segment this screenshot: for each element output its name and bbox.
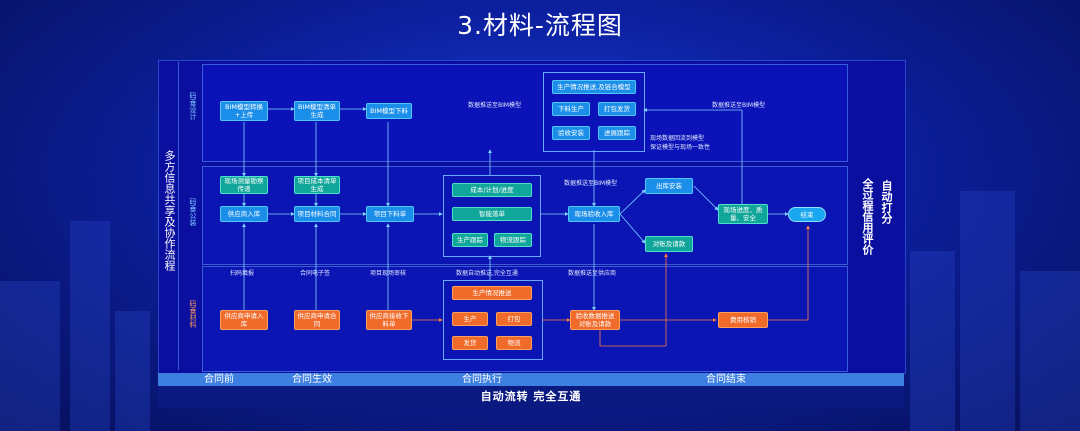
node-order-sheet: 项目下料单 bbox=[366, 206, 414, 222]
right-label-scoring: 自动打分 bbox=[880, 180, 893, 224]
node-mat-logistics: 物流 bbox=[496, 336, 532, 350]
node-plan: 成本/计划/进度 bbox=[452, 183, 532, 197]
node-pack-ship: 打包发货 bbox=[598, 102, 636, 116]
node-sup-contract: 供应商申请合同 bbox=[294, 310, 340, 330]
node-supplier-store: 供应商入库 bbox=[220, 206, 268, 222]
building-silhouette bbox=[0, 281, 60, 431]
node-order-prod: 下料生产 bbox=[552, 102, 590, 116]
node-prod-sync: 生产情况推送.及链合模型 bbox=[552, 80, 636, 94]
building-silhouette bbox=[910, 251, 955, 431]
phase-bar bbox=[158, 373, 904, 386]
note-push-supplier: 数据推送至供应商 bbox=[568, 270, 617, 277]
node-sup-order: 供应商接收下料单 bbox=[366, 310, 412, 330]
note-site-model: 现场数据回流到模型 保证模型与现场一致性 bbox=[650, 135, 711, 151]
note-push-bim: 数据推送至BIM模型 bbox=[468, 102, 522, 109]
node-mat-fee: 费用核销 bbox=[718, 312, 768, 328]
note-push-bim-mid: 数据推送至BIM模型 bbox=[564, 180, 618, 187]
node-contract: 项目材料合同 bbox=[294, 206, 340, 222]
node-bim-convert: BIM模型转换+上传 bbox=[220, 101, 268, 121]
phase-contract-execution: 合同执行 bbox=[462, 374, 502, 385]
node-mat-accept: 验收数据推送对账及请款 bbox=[570, 310, 620, 330]
node-ship-status: 进展跟踪 bbox=[598, 126, 636, 140]
building-silhouette bbox=[960, 191, 1015, 431]
node-site-accept: 现场验收入库 bbox=[568, 206, 620, 222]
node-sup-store: 供应商申请入库 bbox=[220, 310, 268, 330]
note-scan-store: 扫码填报 bbox=[230, 270, 255, 277]
node-bim-list: BIM模型清单生成 bbox=[294, 101, 340, 121]
building-silhouette bbox=[70, 221, 110, 431]
phase-contract-end: 合同结束 bbox=[706, 374, 746, 385]
node-exit-install: 出库安装 bbox=[645, 178, 693, 194]
node-prod-track: 生产跟踪 bbox=[452, 233, 488, 247]
note-auto-push: 数据自动推送,完全互通 bbox=[456, 270, 518, 277]
node-bim-order: BIM模型下料 bbox=[366, 103, 412, 119]
node-accept-install: 验收安装 bbox=[552, 126, 590, 140]
divider bbox=[178, 62, 179, 370]
node-mat-ship: 发货 bbox=[452, 336, 488, 350]
page-title: 3.材料-流程图 bbox=[457, 11, 623, 40]
right-label-evaluation: 全过程信用评价 bbox=[861, 178, 874, 255]
building-silhouette bbox=[115, 311, 150, 431]
left-label: 多方信息共享及协作流程 bbox=[163, 150, 176, 271]
note-site-check: 项目现场审核 bbox=[370, 270, 407, 277]
node-mat-pack: 打包 bbox=[496, 312, 532, 326]
node-mat-prod: 生产 bbox=[452, 312, 488, 326]
row-label-material: 码垂材料 bbox=[189, 300, 197, 328]
node-reconcile: 对账及请款 bbox=[645, 236, 693, 252]
note-push-bim-right: 数据推送至BIM模型 bbox=[712, 102, 766, 109]
phase-contract-effective: 合同生效 bbox=[292, 374, 332, 385]
node-site-measure: 现场测量勘察传递 bbox=[220, 176, 268, 194]
node-ship-track: 物流跟踪 bbox=[494, 233, 532, 247]
node-smart-order: 智能落单 bbox=[452, 207, 532, 221]
node-cost-list: 项目成本清单生成 bbox=[294, 176, 340, 194]
building-silhouette bbox=[1020, 271, 1080, 431]
note-e-contract: 合同电子签 bbox=[300, 270, 331, 277]
group-box-smart-order bbox=[443, 175, 541, 257]
row-label-design: 码垂设计 bbox=[189, 92, 197, 120]
node-end: 结束 bbox=[788, 207, 826, 222]
footer-banner: 自动流转 完全互通 bbox=[158, 386, 904, 408]
node-mat-prod-sync: 生产情况推送 bbox=[452, 286, 532, 300]
node-site-progress: 现场进度、质量、安全 bbox=[718, 204, 768, 224]
phase-before-contract: 合同前 bbox=[204, 374, 234, 385]
row-label-public: 码垂公装 bbox=[189, 198, 197, 226]
